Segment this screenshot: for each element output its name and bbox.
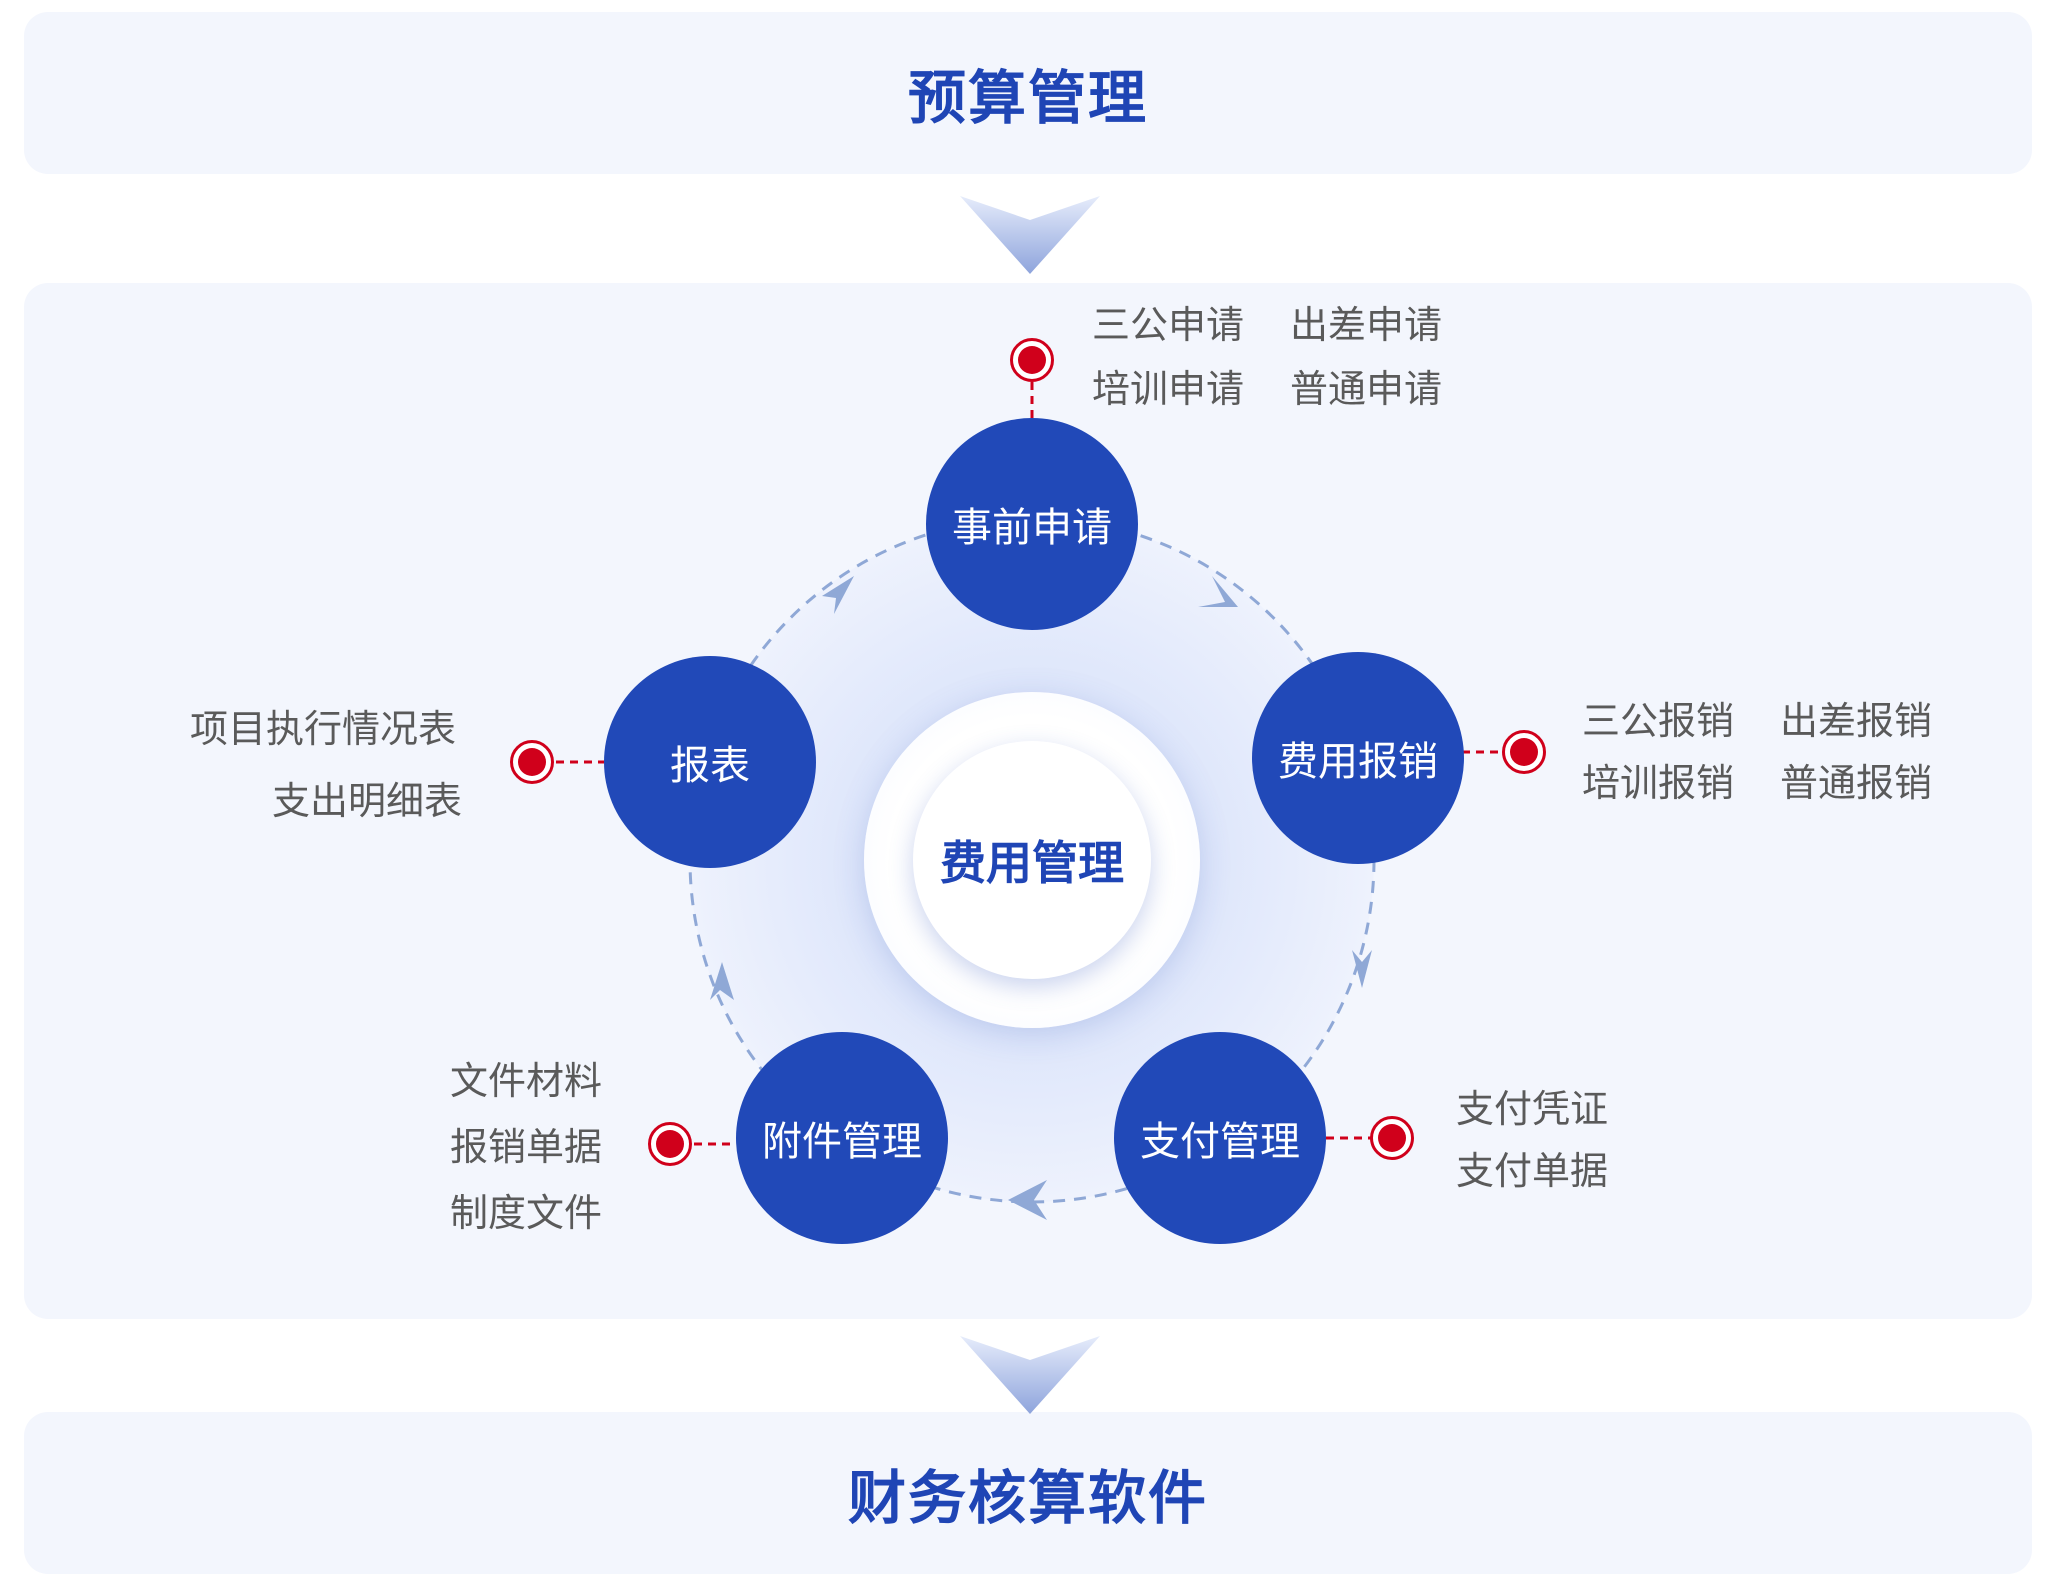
label-item: 培训申请 [1092,367,1245,411]
label-item: 报销单据 [450,1125,603,1169]
node-reports[interactable]: 报表 [604,656,816,868]
node-payment-management[interactable]: 支付管理 [1114,1032,1326,1244]
budget-management-title: 预算管理 [907,64,1148,132]
label-item: 支付凭证 [1456,1087,1609,1131]
label-item: 支出明细表 [272,779,463,823]
label-item: 三公报销 [1582,699,1735,743]
bottom-panel: 财务核算软件 [24,1412,2032,1574]
label-item: 文件材料 [450,1059,603,1103]
label-item: 三公申请 [1092,303,1245,347]
label-item: 项目执行情况表 [190,707,457,751]
cycle-arrow-icon [822,576,854,614]
marker-attachment-management [648,1122,692,1166]
label-item: 支付单据 [1456,1149,1609,1193]
cycle-arrow-icon [1198,576,1238,607]
label-item: 培训报销 [1582,761,1735,805]
marker-payment-management [1370,1116,1414,1160]
label-item: 出差申请 [1290,303,1443,347]
label-item: 普通报销 [1780,761,1933,805]
accounting-software-title: 财务核算软件 [847,1464,1208,1532]
cycle-arrow-icon [1352,950,1372,988]
label-item: 制度文件 [450,1191,603,1235]
marker-expense-reimbursement [1502,730,1546,774]
down-arrow-icon [960,1336,1100,1414]
label-item: 普通申请 [1290,367,1443,411]
top-panel: 预算管理 [24,12,2032,174]
label-item: 出差报销 [1780,699,1933,743]
cycle-arrow-icon [710,962,734,1000]
cycle-arrow-icon [1008,1180,1047,1220]
node-attachment-management[interactable]: 附件管理 [736,1032,948,1244]
node-expense-reimbursement[interactable]: 费用报销 [1252,652,1464,864]
down-arrow-icon [960,196,1100,274]
marker-reports [510,740,554,784]
marker-pre-application [1010,338,1054,382]
node-pre-application[interactable]: 事前申请 [926,418,1138,630]
expense-management-hub: 费用管理 [913,741,1151,979]
